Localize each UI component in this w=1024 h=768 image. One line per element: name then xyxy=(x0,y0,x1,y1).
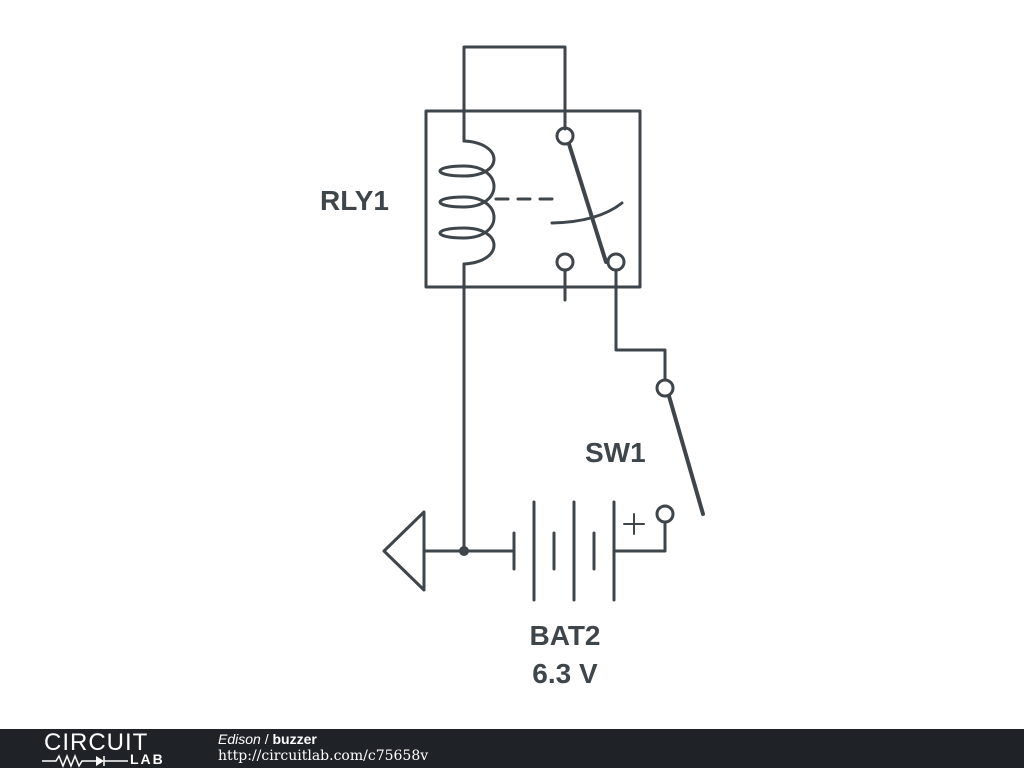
circuitlab-logo[interactable]: CIRCUIT LAB xyxy=(40,730,180,768)
circuit-meta: Edison / buzzer http://circuitlab.com/c7… xyxy=(218,731,428,765)
footer-bar: CIRCUIT LAB Edison / buzzer http://circu… xyxy=(0,729,1024,768)
circuit-title[interactable]: buzzer xyxy=(272,731,317,747)
relay-no-terminal[interactable] xyxy=(606,252,626,272)
circuit-url[interactable]: http://circuitlab.com/c75658v xyxy=(218,748,429,764)
battery-plus-sign xyxy=(623,513,645,535)
logo-text-top: CIRCUIT xyxy=(44,729,149,756)
junction-dot xyxy=(459,546,469,556)
relay-armature[interactable] xyxy=(567,142,608,264)
wire-switch-to-battery xyxy=(612,520,667,553)
relay-label: RLY1 xyxy=(320,185,389,216)
switch-label: SW1 xyxy=(585,437,646,468)
switch-top-terminal[interactable] xyxy=(655,378,675,398)
relay-nc-terminal[interactable] xyxy=(555,252,575,272)
relay-body[interactable] xyxy=(424,109,642,289)
schematic-canvas: RLY1 SW1 BAT2 6.3 V xyxy=(320,45,705,689)
author-link[interactable]: Edison xyxy=(218,731,261,747)
battery-plates[interactable] xyxy=(512,500,616,602)
resistor-diode-icon xyxy=(42,754,128,768)
circuit-byline: Edison / buzzer xyxy=(218,731,428,748)
ground-symbol[interactable] xyxy=(382,510,426,592)
switch-lever[interactable] xyxy=(667,394,705,516)
logo-text-bottom: LAB xyxy=(130,751,165,767)
wire-top-loop xyxy=(462,45,567,131)
relay-coil[interactable] xyxy=(438,127,496,289)
relay-common-terminal[interactable] xyxy=(555,126,575,146)
wire-relay-to-switch xyxy=(614,268,667,382)
battery-label: BAT2 xyxy=(529,620,600,651)
switch-bottom-terminal[interactable] xyxy=(655,504,675,524)
battery-value: 6.3 V xyxy=(532,658,598,689)
byline-separator: / xyxy=(260,731,273,747)
